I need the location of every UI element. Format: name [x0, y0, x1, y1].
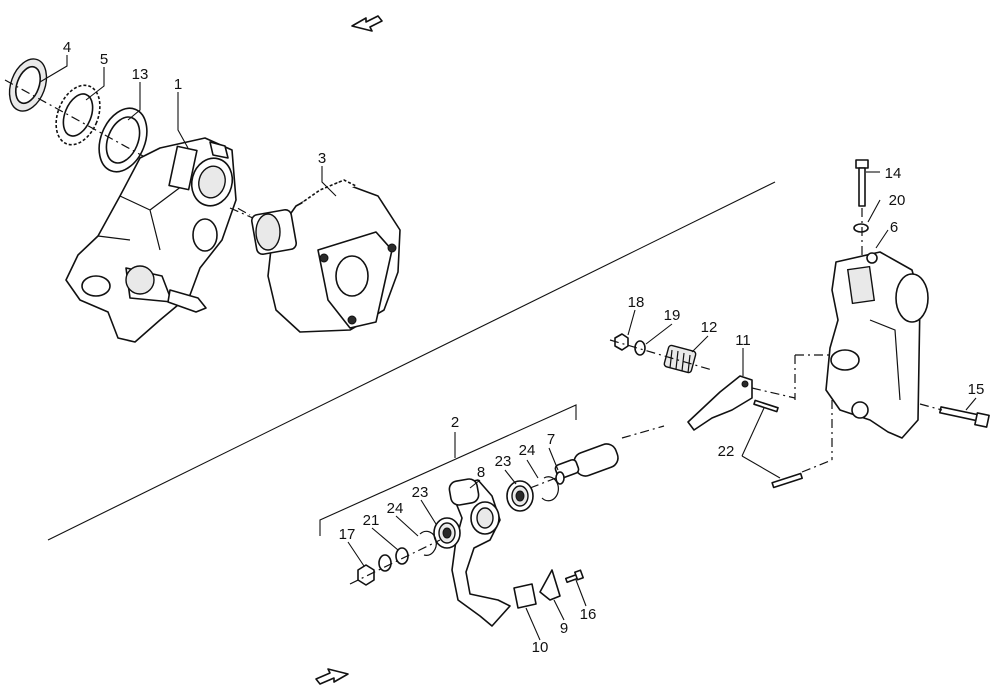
part-9-clip — [539, 569, 561, 601]
callout-14: 14 — [885, 165, 902, 182]
callout-20: 20 — [889, 192, 906, 209]
callout-18: 18 — [628, 294, 645, 311]
part-5-toothed-washer — [55, 84, 101, 146]
callout-1: 1 — [174, 76, 182, 93]
part-11-lever-plate — [687, 375, 753, 431]
callout-8: 8 — [477, 464, 485, 481]
callout-2: 2 — [451, 414, 459, 431]
part-7-shaft — [554, 443, 619, 485]
callout-15: 15 — [968, 381, 985, 398]
part-13-gasket — [98, 107, 148, 173]
part-14-bolt — [855, 159, 869, 207]
direction-arrow-bottom-icon — [315, 668, 349, 685]
part-8-pedal-lever — [448, 478, 511, 627]
callout-3: 3 — [318, 150, 326, 167]
callout-22: 22 — [718, 443, 735, 460]
callout-5: 5 — [100, 51, 108, 68]
part-20-washer — [853, 223, 869, 233]
callout-16: 16 — [580, 606, 597, 623]
callout-4: 4 — [63, 39, 71, 56]
part-24-circlip-upper — [541, 476, 559, 502]
callout-9: 9 — [560, 620, 568, 637]
callout-24a: 24 — [519, 442, 536, 459]
callout-7: 7 — [547, 431, 555, 448]
callout-6: 6 — [890, 219, 898, 236]
part-1-housing — [65, 137, 237, 343]
part-3-gear-cover — [250, 179, 401, 333]
part-17-nut — [357, 564, 375, 586]
callout-21: 21 — [363, 512, 380, 529]
part-4-lock-nut — [8, 58, 48, 112]
leader-lines — [39, 55, 977, 641]
part-23-bearing-upper — [506, 480, 534, 512]
callout-24b: 24 — [387, 500, 404, 517]
part-12-spring — [663, 344, 697, 374]
callout-12: 12 — [701, 319, 718, 336]
callout-23a: 23 — [495, 453, 512, 470]
callout-17: 17 — [339, 526, 356, 543]
callout-23b: 23 — [412, 484, 429, 501]
part-23-bearing-lower — [433, 517, 461, 549]
callouts: 4 5 13 1 3 14 20 6 15 18 19 12 11 22 2 7… — [63, 39, 985, 656]
callout-11: 11 — [735, 332, 751, 349]
part-6-bracket — [825, 251, 929, 439]
part-24-circlip-lower — [419, 530, 437, 556]
part-19-washer — [634, 340, 646, 356]
part-21-washer — [378, 547, 409, 572]
part-22-pins — [753, 399, 803, 489]
section-divider-line — [47, 181, 776, 541]
part-10-pedal-pad — [513, 583, 537, 609]
callout-13: 13 — [132, 66, 149, 83]
callout-19: 19 — [664, 307, 681, 324]
part-15-side-bolt — [939, 406, 990, 428]
part-18-nut — [614, 333, 629, 351]
callout-10: 10 — [532, 639, 549, 656]
part-16-screw — [564, 569, 584, 584]
direction-arrow-top-icon — [351, 15, 383, 32]
